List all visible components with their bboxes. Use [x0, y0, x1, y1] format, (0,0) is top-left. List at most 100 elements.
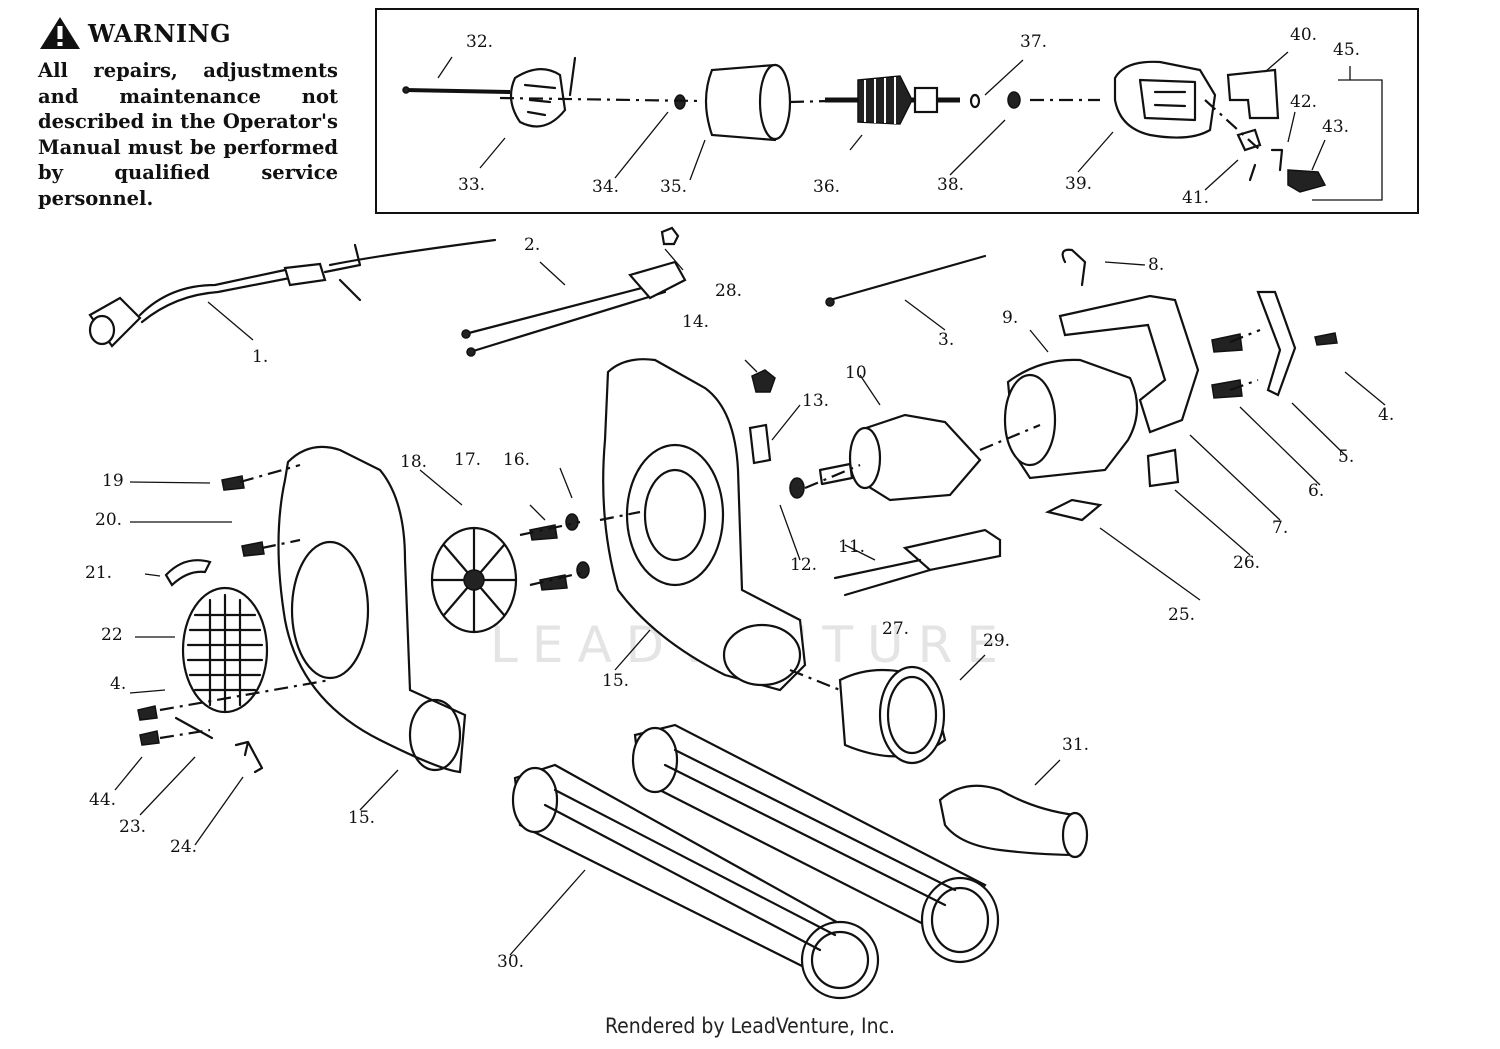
part-15-housing-left	[277, 445, 467, 774]
part-36-armature	[825, 75, 960, 125]
callout-15-right: 15.	[602, 671, 629, 691]
warning-header: WARNING	[38, 14, 338, 52]
callout-4-left: 4.	[110, 674, 126, 694]
callout-9: 9.	[1002, 308, 1018, 328]
callout-14: 14.	[682, 312, 709, 332]
callout-8: 8.	[1148, 255, 1164, 275]
callout-15-left: 15.	[348, 808, 375, 828]
part-26-label	[1146, 448, 1180, 488]
part-17-screws	[529, 524, 568, 591]
callout-37: 37.	[1020, 32, 1047, 52]
part-23-pin	[174, 716, 214, 740]
callout-labels: 1. 2. 3. 4. 4. 5. 6. 7. 8. 9. 10 11. 12.…	[85, 25, 1394, 972]
callout-4-right: 4.	[1378, 405, 1394, 425]
part-29-coupler	[838, 665, 947, 765]
callout-35: 35.	[660, 177, 687, 197]
callout-18: 18.	[400, 452, 427, 472]
part-21-clip	[164, 559, 212, 587]
callout-31: 31.	[1062, 735, 1089, 755]
callout-34: 34.	[592, 177, 619, 197]
part-38-washer	[1007, 91, 1021, 109]
part-24-spring	[234, 740, 264, 774]
callout-27: 27.	[882, 619, 909, 639]
part-43-terminal	[1287, 169, 1327, 193]
callout-39: 39.	[1065, 174, 1092, 194]
callout-41: 41.	[1182, 188, 1209, 208]
part-2-switch-rods	[461, 260, 687, 357]
part-handle-bracket	[1058, 294, 1200, 434]
callout-16: 16.	[503, 450, 530, 470]
part-42-brush-clip	[1270, 148, 1284, 172]
callout-5: 5.	[1338, 447, 1354, 467]
part-13-plate	[748, 423, 772, 465]
callout-38: 38.	[937, 175, 964, 195]
part-1-power-cord	[88, 238, 497, 348]
callout-24: 24.	[170, 837, 197, 857]
part-15-housing-right	[602, 358, 807, 692]
callout-45: 45.	[1333, 40, 1360, 60]
callout-30: 30.	[497, 952, 524, 972]
callout-20: 20.	[95, 510, 122, 530]
part-20-screw	[241, 541, 265, 557]
part-40-brush-spring	[1226, 68, 1280, 120]
part-34-washer	[674, 94, 686, 110]
callout-7: 7.	[1272, 518, 1288, 538]
warning-title: WARNING	[88, 18, 232, 48]
warning-triangle-icon	[40, 17, 80, 49]
inset-assembly-line	[499, 96, 1261, 151]
part-4-screw-top	[1314, 332, 1338, 346]
callout-29: 29.	[983, 631, 1010, 651]
motor-detail-inset	[375, 8, 1419, 214]
callout-13: 13.	[802, 391, 829, 411]
part-37-washer	[969, 93, 981, 109]
leader-lines	[114, 51, 1386, 956]
warning-text: All repairs, adjustments and maintenance…	[38, 59, 338, 210]
callout-28: 28.	[715, 281, 742, 301]
part-8-clip	[1061, 248, 1087, 287]
part-31-nozzle	[938, 784, 1089, 859]
callout-21: 21.	[85, 563, 112, 583]
part-6-screws	[1211, 333, 1243, 399]
bracket-45	[1312, 66, 1383, 201]
part-41-brush	[1236, 128, 1262, 182]
callout-43: 43.	[1322, 117, 1349, 137]
part-39-brush-holder	[1113, 60, 1217, 139]
part-22-grille	[181, 586, 269, 714]
part-4-screw-left	[137, 705, 158, 721]
callout-3: 3.	[938, 330, 954, 350]
footer-credit: Rendered by LeadVenture, Inc.	[605, 1014, 895, 1038]
part-33-end-bracket	[509, 56, 577, 128]
callout-42: 42.	[1290, 92, 1317, 112]
callout-10: 10	[845, 363, 867, 383]
callout-2: 2.	[524, 235, 540, 255]
part-30-tube-b	[631, 723, 1000, 964]
part-19-screw	[221, 475, 245, 491]
callout-44: 44.	[89, 790, 116, 810]
assembly-line	[159, 328, 1261, 740]
callout-40: 40.	[1290, 25, 1317, 45]
callout-32: 32.	[466, 32, 493, 52]
part-35-magnet-housing	[704, 63, 792, 142]
part-11-switch	[833, 528, 1002, 597]
warning-notice: WARNING All repairs, adjustments and mai…	[38, 14, 338, 211]
part-18-fan	[430, 526, 518, 634]
part-28-nut	[660, 226, 680, 246]
part-30-tube-a	[511, 763, 880, 1000]
part-5-switch-plate	[1256, 290, 1297, 397]
callout-1: 1.	[252, 347, 268, 367]
part-14-nut	[751, 369, 776, 393]
part-44-screw	[139, 730, 160, 746]
callout-17: 17.	[454, 450, 481, 470]
part-12-bearing	[789, 477, 805, 499]
part-3-rod	[825, 254, 987, 307]
callout-36: 36.	[813, 177, 840, 197]
part-32-screw	[402, 86, 511, 94]
callout-33: 33.	[458, 175, 485, 195]
callout-23: 23.	[119, 817, 146, 837]
part-10-motor	[818, 413, 982, 502]
part-9-motor-housing	[1003, 358, 1139, 480]
callout-19: 19	[102, 471, 124, 491]
callout-6: 6.	[1308, 481, 1324, 501]
callout-12: 12.	[790, 555, 817, 575]
